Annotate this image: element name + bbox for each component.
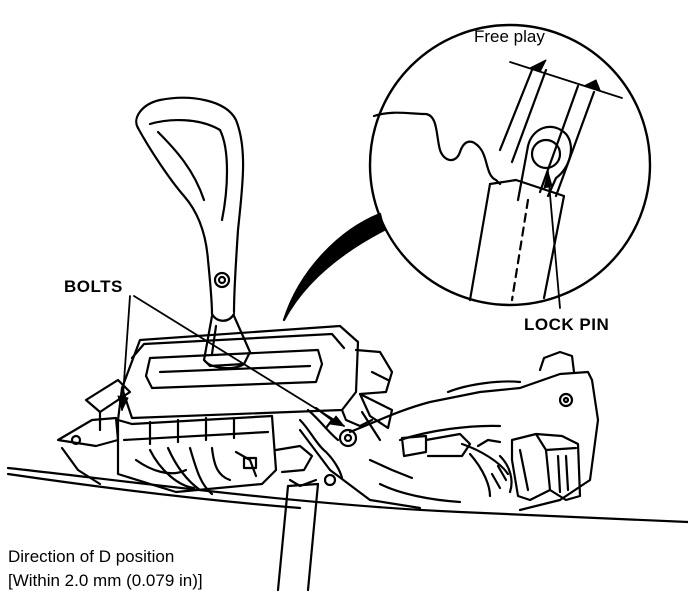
lock-pin-label: LOCK PIN xyxy=(524,315,610,334)
free-play-label: Free play xyxy=(474,27,545,46)
connector-harness xyxy=(400,432,582,502)
bolts-label: BOLTS xyxy=(64,277,123,296)
bolts-leaders xyxy=(117,295,345,427)
direction-label: Direction of D position xyxy=(8,547,175,566)
console-body xyxy=(6,350,688,524)
detail-connector-wedge xyxy=(282,212,386,322)
direction-spec-label: [Within 2.0 mm (0.079 in)] xyxy=(8,571,203,590)
detail-circle xyxy=(368,23,652,309)
switch-block xyxy=(116,414,318,496)
shift-knob xyxy=(135,96,252,370)
detent-plate xyxy=(276,482,320,592)
